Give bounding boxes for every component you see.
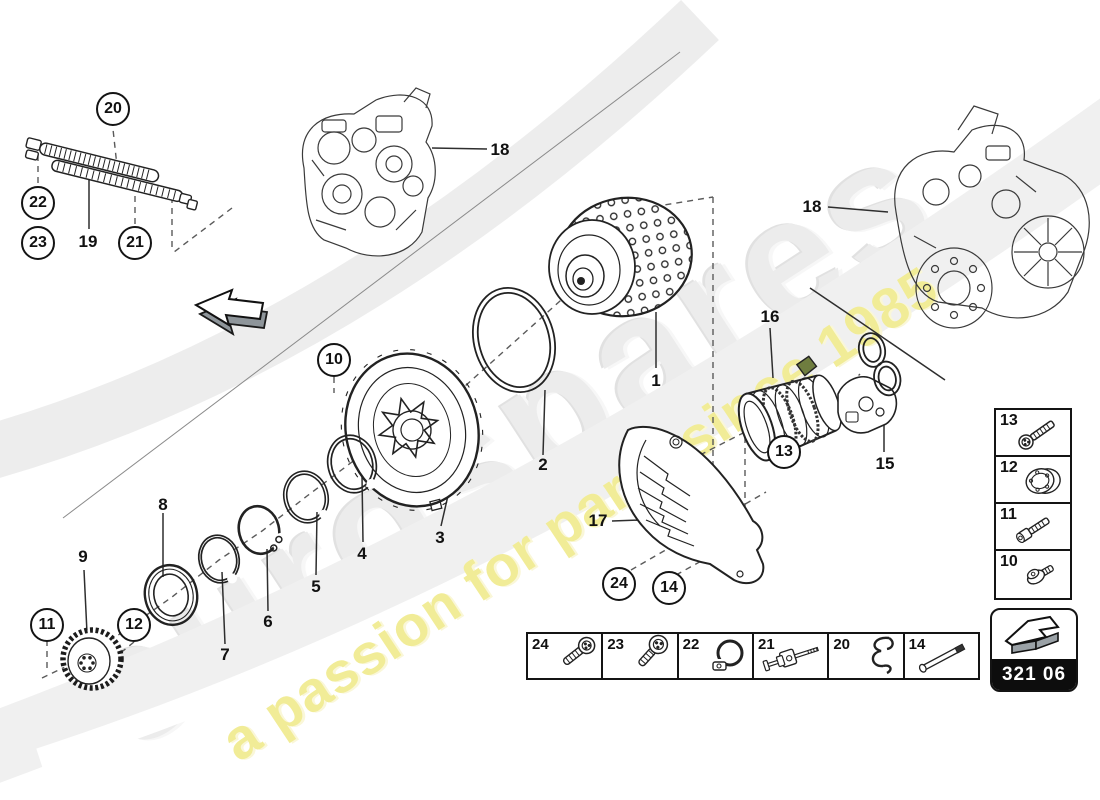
retaining-clip-icon: [871, 636, 894, 675]
socket-head-bolt-icon: [1016, 517, 1050, 544]
part-16-clutch-pack-drawing: [737, 355, 898, 462]
callout-20: 20: [96, 92, 130, 126]
part-8-seal-ring-drawing: [143, 563, 199, 627]
fastener-bottom-table: 24 23 22: [526, 632, 980, 680]
flange-bolt-icon: [1018, 420, 1055, 450]
stud-bolt-icon: [918, 643, 966, 673]
label-4: 4: [357, 544, 367, 563]
callout-14: 14: [652, 571, 686, 605]
hose-clamp-icon: [712, 639, 744, 671]
callout-10: 10: [317, 343, 351, 377]
label-16: 16: [760, 307, 780, 326]
fastener-row-13: 13: [996, 410, 1070, 457]
label-3: 3: [435, 528, 445, 547]
part-15-gasket-drawing: [857, 332, 902, 397]
fastener-cell-number: 23: [607, 636, 625, 653]
part-6-circlip-drawing: [237, 504, 290, 556]
callout-21: 21: [118, 226, 152, 260]
callout-11: 11: [30, 608, 64, 642]
torx-bolt-icon: [563, 636, 596, 666]
callout-24: 24: [602, 567, 636, 601]
callout-22: 22: [21, 186, 55, 220]
fastener-column-table: 13 12: [994, 408, 1072, 600]
part-hose-assembly-drawing: [24, 137, 199, 211]
part-5-ring-drawing: [282, 470, 330, 524]
fastener-row-12: 12: [996, 457, 1070, 504]
fastener-cell-23: 23: [603, 634, 679, 678]
label-17: 17: [588, 511, 608, 530]
construction-line: [62, 51, 681, 519]
part-2-o-ring-drawing: [471, 286, 557, 394]
label-8: 8: [158, 495, 168, 514]
direction-arrow-icon: [1004, 615, 1060, 654]
part-7-snap-ring-drawing: [197, 534, 241, 584]
fastener-row-number: 12: [1000, 459, 1018, 476]
label-6: 6: [263, 612, 273, 631]
flange-screw-icon: [1026, 564, 1054, 585]
label-18-right: 18: [802, 197, 822, 216]
part-4-snap-ring-drawing: [326, 434, 378, 494]
round-head-bolt-icon: [637, 634, 668, 667]
fastener-row-10: 10: [996, 551, 1070, 598]
callout-13: 13: [767, 435, 801, 469]
fastener-cell-number: 21: [757, 636, 775, 653]
label-18-top: 18: [490, 140, 510, 159]
fastener-cell-14: 14: [905, 634, 978, 678]
callout-23: 23: [21, 226, 55, 260]
label-2: 2: [538, 455, 548, 474]
part-1-clutch-drum-drawing: [548, 196, 693, 318]
fastener-row-number: 10: [1000, 553, 1018, 570]
end-cap-icon: [1025, 468, 1061, 494]
direction-arrow-icon: [193, 288, 269, 336]
fastener-cell-number: 24: [532, 636, 549, 653]
fastener-cell-22: 22: [679, 634, 754, 678]
part-18-gearbox-right-drawing: [894, 105, 1090, 329]
label-15: 15: [875, 454, 895, 473]
fastener-cell-number: 22: [682, 636, 700, 653]
fastener-cell-number: 20: [833, 636, 850, 653]
part-code: 321 06: [992, 659, 1076, 690]
callout-12: 12: [117, 608, 151, 642]
fastener-row-11: 11: [996, 504, 1070, 551]
label-1: 1: [651, 371, 661, 390]
label-5: 5: [311, 577, 321, 596]
fastener-row-number: 13: [1000, 412, 1018, 429]
part-18-gearbox-drawing: [302, 87, 436, 257]
fastener-cell-24: 24: [528, 634, 604, 678]
label-7: 7: [220, 645, 230, 664]
screw-with-bracket-icon: [762, 646, 820, 672]
part-3-pressure-plate-drawing: [340, 349, 484, 512]
part-9-gear-drawing: [60, 627, 124, 691]
part-17-cover-drawing: [618, 425, 765, 585]
diagram-code-box: 321 06: [990, 608, 1078, 692]
label-19: 19: [78, 232, 98, 251]
label-9: 9: [78, 547, 88, 566]
fastener-cell-21: 21: [754, 634, 830, 678]
fastener-cell-20: 20: [829, 634, 905, 678]
fastener-cell-number: 14: [908, 636, 926, 653]
fastener-row-number: 11: [1000, 506, 1017, 523]
